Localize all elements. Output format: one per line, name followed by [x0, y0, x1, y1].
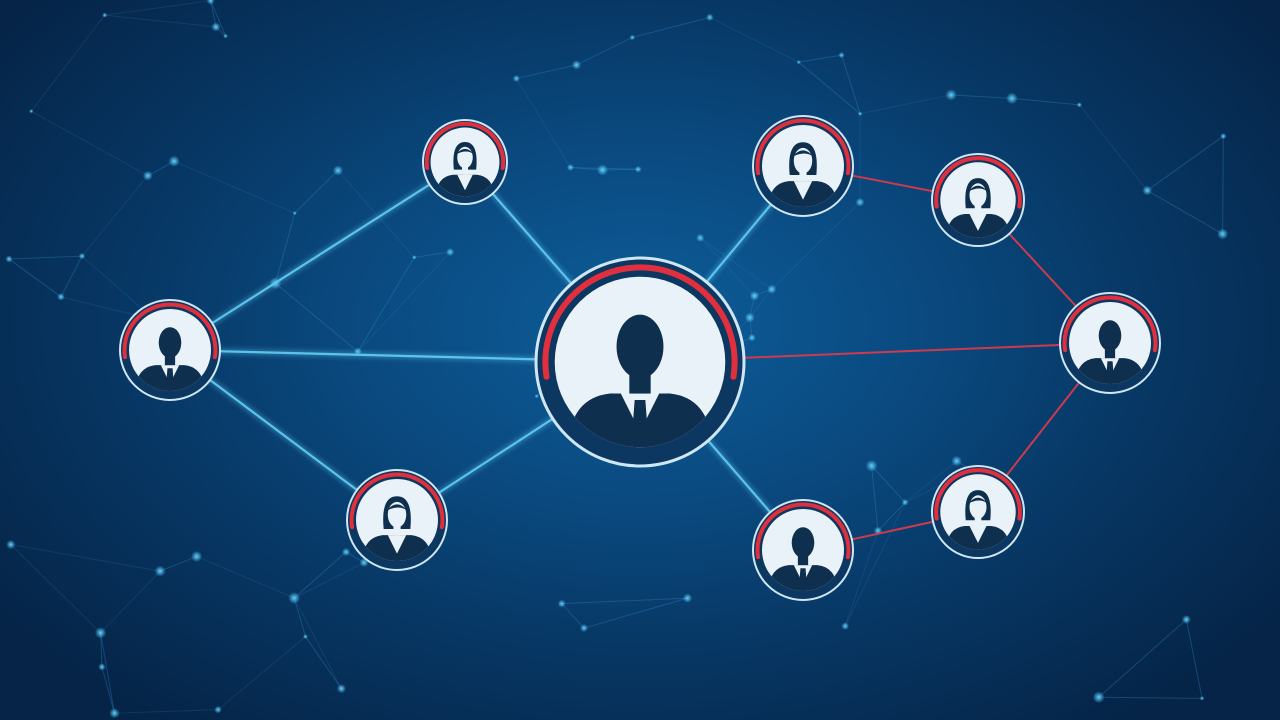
person-node-right[interactable]	[1059, 292, 1161, 394]
particle	[6, 539, 16, 550]
particle	[901, 498, 909, 506]
particle	[945, 89, 957, 101]
man-avatar-icon	[567, 314, 713, 448]
status-ring	[1062, 295, 1158, 353]
particle	[534, 394, 539, 399]
particle	[557, 599, 566, 608]
status-ring	[349, 472, 445, 530]
particle	[634, 165, 642, 173]
particle	[767, 284, 777, 294]
particle	[288, 592, 301, 604]
particle	[109, 708, 120, 719]
particle	[841, 622, 850, 630]
status-ring	[542, 264, 738, 380]
particle	[446, 247, 455, 257]
person-node-bottom-right[interactable]	[931, 465, 1025, 559]
particle	[78, 252, 86, 260]
woman-avatar-icon	[362, 496, 432, 561]
particle	[190, 550, 203, 563]
particle	[629, 34, 636, 41]
person-node-left[interactable]	[119, 299, 221, 401]
particle	[411, 255, 417, 260]
particle	[951, 455, 962, 467]
particle	[1199, 696, 1205, 701]
particle	[855, 197, 865, 207]
particle	[341, 547, 351, 557]
particle	[682, 593, 693, 603]
status-ring	[934, 468, 1022, 521]
woman-avatar-icon	[435, 142, 495, 197]
man-avatar-icon	[135, 327, 205, 391]
particle	[206, 0, 215, 5]
particle	[865, 459, 878, 472]
particle	[857, 111, 863, 117]
particle	[512, 74, 520, 83]
person-node-top-left[interactable]	[422, 119, 508, 205]
woman-avatar-icon	[945, 490, 1011, 550]
particle	[292, 211, 297, 216]
particle	[838, 52, 845, 59]
particle	[1220, 132, 1227, 140]
particle	[1217, 228, 1229, 240]
woman-avatar-icon	[768, 142, 838, 207]
person-node-top-mid-right[interactable]	[752, 115, 854, 217]
particle	[302, 634, 308, 640]
particle	[29, 108, 34, 114]
particle	[596, 164, 609, 176]
particle	[57, 292, 65, 301]
particle	[5, 255, 13, 263]
man-avatar-icon	[1075, 320, 1145, 384]
particle	[706, 13, 714, 22]
status-ring	[755, 118, 851, 176]
particle	[696, 233, 705, 243]
status-ring	[424, 121, 506, 170]
particle	[223, 33, 228, 39]
link-left-to-top-left	[169, 161, 466, 351]
particle	[1092, 691, 1105, 704]
particle	[566, 163, 574, 171]
particle	[749, 290, 760, 301]
particle	[580, 624, 589, 633]
particle	[1142, 185, 1153, 196]
particle	[1006, 92, 1018, 105]
particle	[168, 155, 180, 167]
particle	[744, 312, 755, 323]
person-node-bottom-mid-right[interactable]	[752, 499, 854, 601]
particle	[142, 170, 153, 181]
particle	[154, 565, 166, 577]
particle	[336, 684, 347, 694]
person-node-bottom-left[interactable]	[346, 469, 448, 571]
particle	[211, 22, 221, 32]
person-node-center[interactable]	[534, 256, 746, 468]
person-node-top-right[interactable]	[931, 153, 1025, 247]
particle	[1181, 614, 1191, 625]
particle	[748, 333, 756, 342]
particle	[571, 60, 582, 70]
status-ring	[122, 302, 218, 360]
particle	[1076, 102, 1083, 108]
woman-avatar-icon	[945, 178, 1011, 238]
status-ring	[934, 156, 1022, 209]
particle	[98, 663, 106, 671]
particle	[102, 12, 108, 18]
status-ring	[755, 502, 851, 560]
particle	[796, 60, 801, 65]
particle	[332, 165, 344, 176]
particle	[94, 627, 107, 639]
man-avatar-icon	[768, 527, 838, 591]
particle	[214, 705, 222, 714]
